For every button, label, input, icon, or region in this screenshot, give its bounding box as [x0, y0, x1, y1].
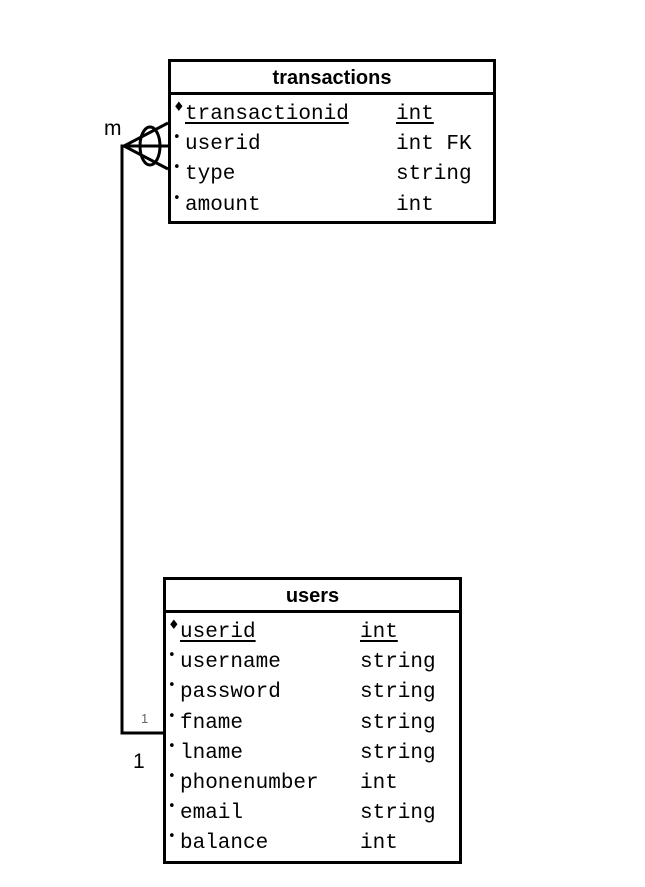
attribute-type: int	[360, 771, 398, 795]
attribute-name: username	[180, 651, 281, 675]
one-cardinality-label: 1	[133, 750, 145, 773]
primary-key-icon: ♦	[168, 618, 180, 633]
attribute-bullet-icon: •	[168, 678, 176, 694]
attribute-row-email[interactable]: •email string	[166, 799, 459, 829]
crows-foot-icon	[123, 121, 169, 171]
attribute-name: email	[180, 802, 244, 826]
attribute-bullet-icon: •	[168, 648, 176, 664]
attribute-row-amount[interactable]: •amount int	[171, 191, 493, 221]
primary-key-icon: ♦	[173, 100, 185, 115]
attribute-type: int	[396, 193, 434, 217]
attribute-name: phonenumber	[180, 771, 319, 795]
attribute-bullet-icon: •	[173, 190, 181, 206]
attribute-bullet-icon: •	[173, 130, 181, 146]
attribute-name: userid	[180, 621, 256, 644]
attribute-bullet-icon: •	[168, 768, 176, 784]
attribute-row-userid[interactable]: •userid int FK	[171, 130, 493, 160]
attribute-name: fname	[180, 711, 244, 735]
attribute-type: int	[360, 832, 398, 856]
attribute-row-username[interactable]: •username string	[166, 648, 459, 678]
relationship-line	[120, 144, 168, 735]
attribute-type: int	[360, 621, 398, 644]
attribute-type: string	[360, 711, 436, 735]
attribute-name: password	[180, 681, 281, 705]
attribute-type: string	[360, 681, 436, 705]
one-cardinality-small-label: 1	[141, 711, 149, 726]
attribute-bullet-icon: •	[168, 738, 176, 754]
attribute-bullet-icon: •	[173, 160, 181, 176]
attribute-name: amount	[185, 193, 261, 217]
attribute-type: string	[360, 741, 436, 765]
entity-title: users	[166, 580, 459, 613]
attribute-row-userid[interactable]: ♦userid int	[166, 618, 459, 648]
attribute-bullet-icon: •	[168, 799, 176, 815]
attribute-row-fname[interactable]: •fname string	[166, 709, 459, 739]
attribute-name: transactionid	[185, 103, 349, 126]
attribute-name: type	[185, 163, 236, 187]
attribute-type: int FK	[396, 133, 472, 157]
attribute-row-password[interactable]: •password string	[166, 678, 459, 708]
attribute-row-phonenumber[interactable]: •phonenumber int	[166, 769, 459, 799]
attribute-row-balance[interactable]: •balance int	[166, 829, 459, 859]
attribute-name: userid	[185, 133, 261, 157]
attribute-name: balance	[180, 832, 269, 856]
attribute-type: string	[396, 163, 472, 187]
attribute-bullet-icon: •	[168, 829, 176, 845]
attribute-type: string	[360, 802, 436, 826]
attribute-row-transactionid[interactable]: ♦transactionid int	[171, 100, 493, 130]
attribute-name: lname	[180, 741, 244, 765]
many-cardinality-label: m	[104, 117, 122, 140]
attribute-row-lname[interactable]: •lname string	[166, 739, 459, 769]
attribute-row-type[interactable]: •type string	[171, 160, 493, 190]
attribute-type: string	[360, 651, 436, 675]
attribute-bullet-icon: •	[168, 708, 176, 724]
attribute-type: int	[396, 103, 434, 126]
entity-title: transactions	[171, 62, 493, 95]
